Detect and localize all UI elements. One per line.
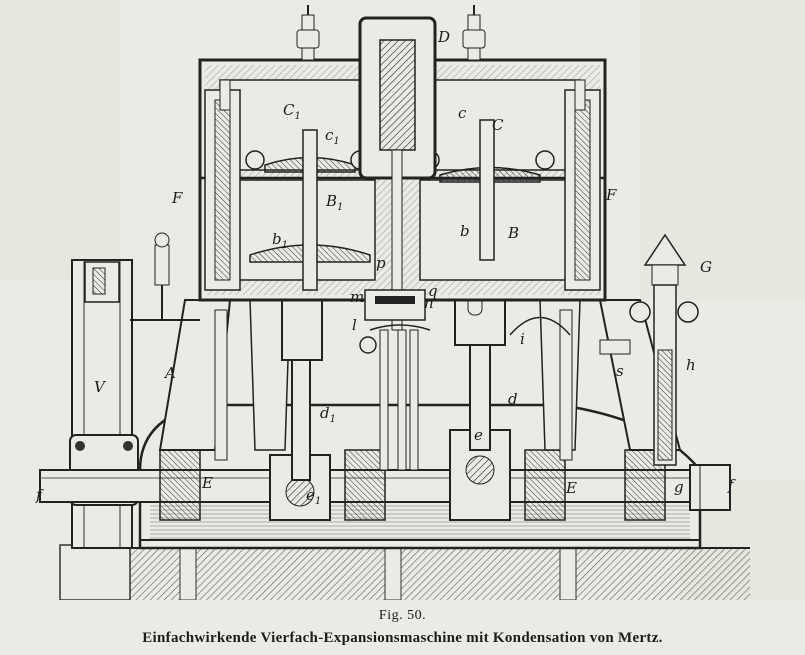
figure-number: Fig. 50.	[378, 608, 427, 623]
label-V: V	[94, 378, 107, 396]
label-d: d	[508, 390, 518, 408]
label-f-left: f	[35, 486, 44, 504]
label-C: C	[492, 116, 504, 134]
label-F-right: F	[605, 186, 617, 204]
label-b: b	[460, 222, 470, 240]
label-q: q	[428, 282, 438, 300]
floor	[59, 544, 750, 600]
outboard-bearing	[689, 464, 731, 511]
label-e1: e1	[306, 486, 321, 507]
central-cylinder	[358, 16, 437, 331]
label-i: i	[520, 330, 525, 348]
label-d1: d1	[320, 404, 336, 425]
governor	[599, 233, 699, 466]
steam-engine-illustration: D C1 c1 c C F F B1 b1 b B G p q m l n i …	[35, 5, 750, 600]
part-labels: D C1 c1 c C F F B1 b1 b B G p q m l n i …	[35, 28, 736, 507]
label-e: e	[474, 426, 483, 444]
label-E-right: E	[565, 479, 577, 497]
lubricator	[130, 232, 200, 321]
label-B1: B1	[325, 192, 343, 213]
label-c1: c1	[325, 126, 340, 147]
label-A: A	[163, 364, 176, 382]
label-h: h	[686, 356, 696, 374]
label-s: s	[616, 362, 624, 380]
label-c: c	[458, 104, 467, 122]
crankshaft	[39, 429, 731, 521]
valve-spindles	[219, 5, 586, 111]
label-G: G	[700, 258, 712, 276]
label-E-left: E	[201, 474, 213, 492]
label-l: l	[352, 316, 357, 334]
label-F-left: F	[171, 189, 183, 207]
label-g: g	[674, 478, 684, 496]
label-f-right: f	[727, 476, 736, 494]
valve-gear	[359, 289, 571, 354]
label-m: m	[350, 288, 364, 306]
label-D: D	[437, 28, 450, 46]
figure-caption: Fig. 50. Einfachwirkende Vierfach-Expans…	[0, 600, 805, 655]
label-C1: C1	[283, 101, 301, 122]
label-B: B	[507, 224, 519, 242]
left-column	[69, 259, 139, 549]
label-p: p	[376, 254, 386, 272]
label-n: n	[424, 294, 434, 312]
label-b1: b1	[272, 230, 288, 251]
figure-title: Einfachwirkende Vierfach-Expansionsmasch…	[142, 630, 663, 646]
